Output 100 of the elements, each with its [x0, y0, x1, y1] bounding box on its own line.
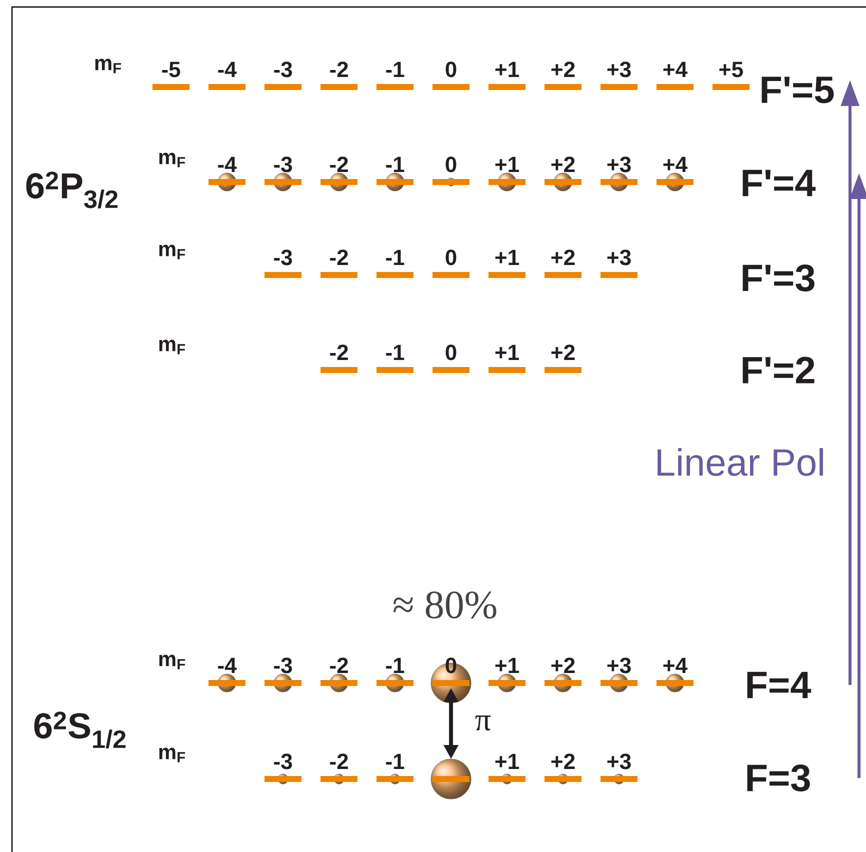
node-label: -2 [330, 658, 348, 674]
quantum-number-label: m$_{F}$ [159, 244, 186, 260]
node-label: -3 [274, 62, 292, 78]
sublevel-bar: -2 [320, 250, 358, 278]
node-label: -3 [274, 250, 292, 266]
sublevel-bar: -5 [152, 62, 190, 90]
polarization-label: Linear Pol [658, 448, 823, 476]
sublevel-bar: +1 [488, 250, 526, 278]
sublevel-bar: +2 [544, 62, 582, 90]
sublevel-bar: +4 [656, 658, 694, 692]
node-label: -3 [274, 658, 292, 674]
node-label: +2 [551, 62, 575, 78]
sublevel-bar: -1 [376, 344, 414, 373]
node-label: -1 [386, 658, 404, 674]
node-label: +4 [663, 62, 688, 78]
level-label: F'=4 [742, 170, 816, 196]
population-label: ≈ 80% [393, 591, 496, 619]
node-label: -4 [218, 156, 237, 172]
node-label: -1 [386, 754, 404, 770]
node-label: 0 [446, 156, 456, 172]
level-label: F=3 [747, 764, 810, 792]
node-label: -3 [274, 156, 292, 172]
node-label: +1 [495, 344, 519, 360]
node-label: -4 [218, 658, 237, 674]
quantum-number-label: m$_{F}$ [159, 340, 186, 354]
sublevel-bar: +4 [656, 156, 694, 192]
sublevel-bar: -3 [264, 156, 302, 192]
node-label: -1 [386, 250, 404, 266]
sublevel-bar: +1 [488, 156, 526, 192]
node-label: -4 [218, 62, 237, 78]
level-label: F'=2 [742, 356, 814, 384]
sublevel-bar: +5 [712, 62, 750, 90]
edge-label: π [475, 716, 491, 730]
node-label: +1 [495, 62, 519, 78]
level-label: F=4 [747, 672, 812, 698]
node-label: +4 [663, 658, 688, 674]
node-label: 0 [446, 62, 456, 78]
node-label: -1 [386, 156, 404, 172]
sublevel-bar: -3 [264, 658, 302, 692]
sublevel-bar: 0 [432, 62, 470, 90]
sublevel-bar: -2 [320, 62, 358, 90]
node-label: -5 [162, 62, 180, 78]
sublevel-bar: -1 [376, 250, 414, 278]
sublevel-bar: -3 [264, 62, 302, 90]
node-label: +3 [607, 250, 631, 266]
node-label: +2 [551, 156, 575, 172]
sublevel-bar: +3 [600, 62, 638, 90]
node-label: -2 [330, 156, 348, 172]
sublevel-bar: +2 [544, 344, 582, 373]
quantum-number-label: m$_{F}$ [95, 58, 122, 74]
node-label: +2 [551, 754, 575, 770]
node-label: +3 [607, 156, 631, 172]
sublevel-bar: -2 [320, 156, 358, 192]
sublevel-bar: +2 [544, 156, 582, 192]
node-label: +1 [495, 250, 519, 266]
sublevel-bar: -4 [208, 156, 246, 192]
sublevel-bar: -2 [320, 754, 358, 784]
state-label: 6$^{2}$S$_{1/2}$ [34, 712, 126, 748]
sublevel-bar: +1 [488, 62, 526, 90]
sublevel-bar: +3 [600, 754, 638, 784]
quantum-number-label: m$_{F}$ [159, 152, 186, 168]
level-label: F'=5 [762, 76, 834, 104]
node-label: 0 [446, 250, 456, 266]
sublevel-bar: +3 [600, 658, 638, 692]
sublevel-bar: +1 [488, 344, 526, 373]
sublevel-bar: -1 [376, 62, 414, 90]
node-label: -2 [330, 754, 348, 770]
sublevel-bar: -2 [320, 658, 358, 692]
sublevel-bar: -1 [376, 754, 414, 784]
state-label: 6$^{2}$P$_{3/2}$ [26, 172, 118, 208]
node-label: +1 [495, 754, 519, 770]
level-label: F'=3 [742, 264, 814, 292]
sublevel-bar: -3 [264, 754, 302, 784]
sublevel-bar: +3 [600, 250, 638, 278]
node-label: +4 [663, 156, 688, 172]
sublevel-bar: -4 [208, 62, 246, 90]
sublevel-bar: -4 [208, 658, 246, 692]
sublevel-bar: -1 [376, 658, 414, 692]
sublevel-bar: +3 [600, 156, 638, 192]
node-label: -3 [274, 754, 292, 770]
node-label: +1 [495, 658, 519, 674]
sublevel-bar: +1 [488, 658, 526, 692]
quantum-number-label: m$_{F}$ [159, 654, 186, 670]
node-label: +2 [551, 658, 575, 674]
node-label: +3 [607, 62, 631, 78]
sublevel-bar: 0 [432, 156, 470, 186]
sublevel-bar: 0 [432, 250, 470, 278]
sublevel-bar: +2 [544, 250, 582, 278]
sublevel-bar [430, 758, 472, 800]
node-label: +3 [607, 754, 631, 770]
sublevel-bar: +2 [544, 658, 582, 692]
node-label: -2 [330, 250, 348, 266]
sublevel-bar: 0 [432, 344, 470, 373]
node-label: +5 [719, 62, 743, 78]
sublevel-bar: -2 [320, 344, 358, 373]
sublevel-bar: +4 [656, 62, 694, 90]
sublevel-bar: +2 [544, 754, 582, 784]
sublevel-bar: -3 [264, 250, 302, 278]
node-label: +1 [495, 156, 519, 172]
node-label: -1 [386, 344, 404, 360]
